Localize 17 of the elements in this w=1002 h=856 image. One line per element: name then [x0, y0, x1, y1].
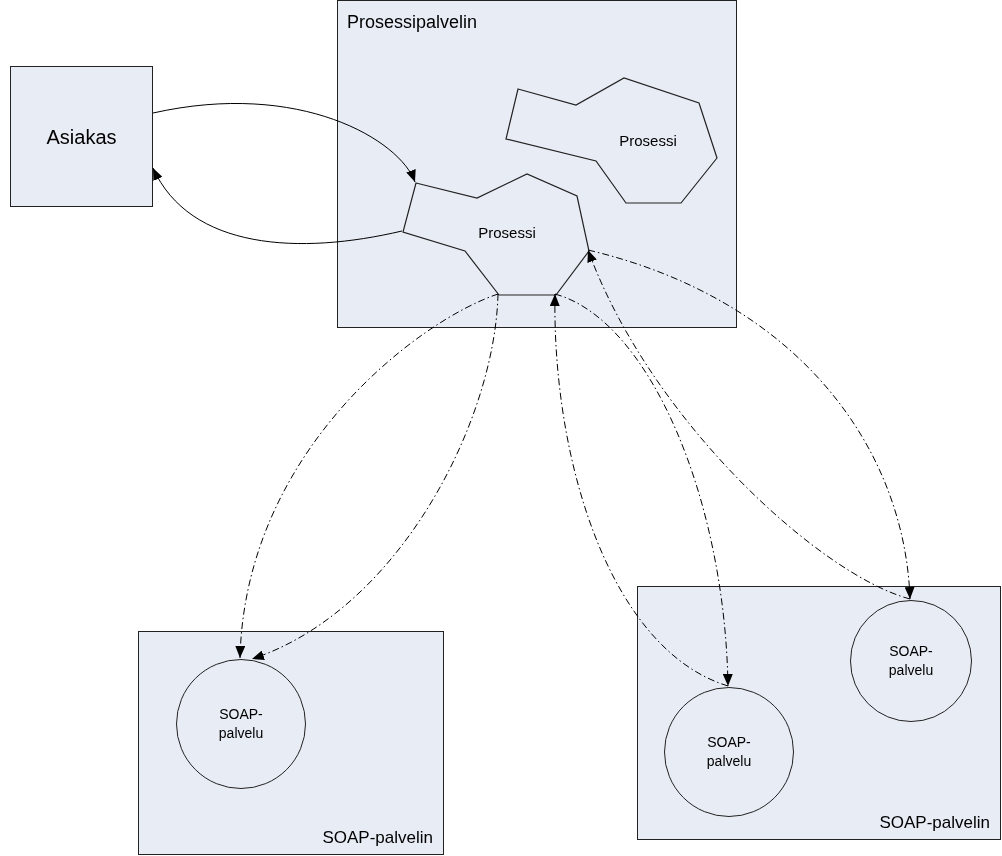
- box-label: SOAP-palvelin: [322, 827, 433, 848]
- service-label: SOAP-palvelu: [217, 705, 265, 743]
- arrow: [152, 103, 416, 183]
- process-label: Prosessi: [478, 224, 536, 242]
- service-label: SOAP-palvelu: [705, 733, 753, 771]
- box-label: SOAP-palvelin: [879, 812, 990, 833]
- client-box: [10, 66, 153, 207]
- service-label: SOAP-palvelu: [887, 642, 935, 680]
- arrow: [152, 167, 403, 245]
- box-label: Asiakas: [46, 124, 117, 149]
- box-label: Prosessipalvelin: [347, 12, 478, 34]
- server-box: [637, 586, 1001, 840]
- server-box: [138, 631, 444, 855]
- server-box: [337, 0, 737, 328]
- process-label: Prosessi: [619, 132, 677, 150]
- process-shape: [403, 174, 589, 295]
- process-shape: [506, 78, 717, 203]
